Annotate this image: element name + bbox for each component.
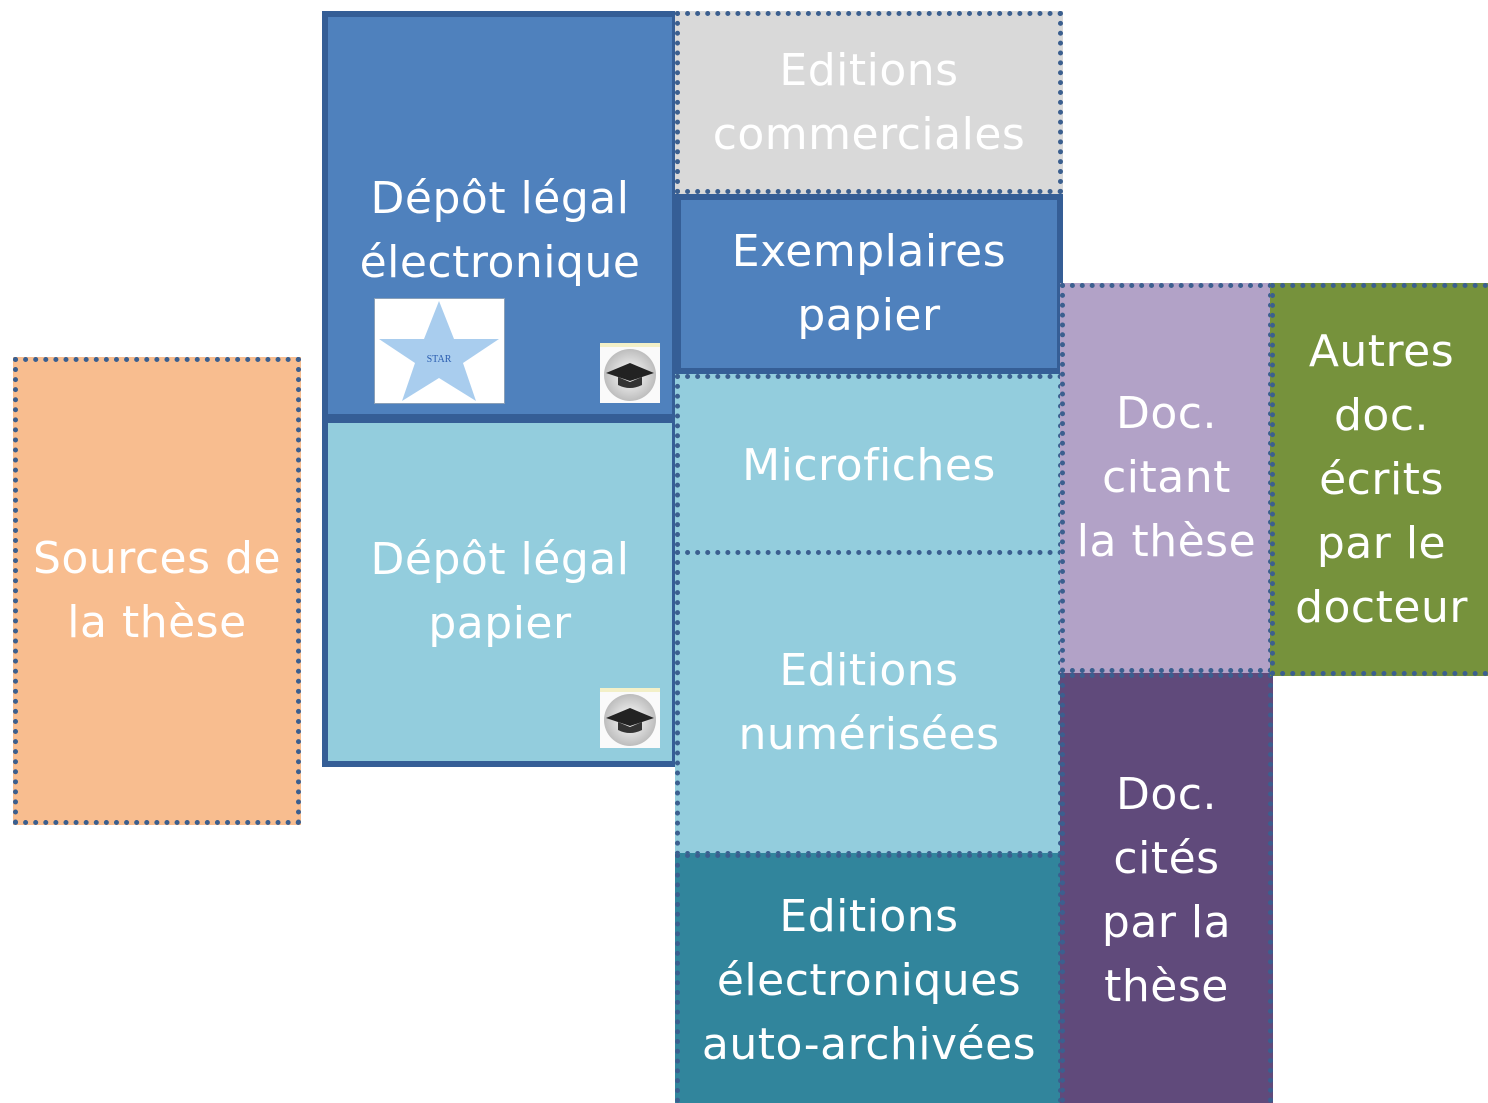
editions-numerisees-label: Editions numérisées: [738, 645, 1000, 760]
editions-numerisees-box: Editions numérisées: [675, 550, 1063, 856]
autres-doc-label: Autres doc. écrits par le docteur: [1295, 325, 1468, 633]
star-icon: STAR: [379, 301, 499, 401]
depot-electronique-label: Dépôt légal électronique: [359, 173, 641, 288]
doc-citant-box: Doc. citant la thèse: [1060, 283, 1273, 673]
graduation-cap-icon: [600, 343, 660, 403]
doc-cites-label: Doc. cités par la thèse: [1101, 768, 1232, 1012]
exemplaires-papier-box: Exemplaires papier: [675, 194, 1063, 374]
graduation-cap-icon: [600, 688, 660, 748]
depot-papier-label: Dépôt légal papier: [370, 534, 630, 649]
autres-doc-box: Autres doc. écrits par le docteur: [1270, 283, 1488, 676]
microfiches-box: Microfiches: [675, 374, 1063, 557]
doc-citant-label: Doc. citant la thèse: [1076, 388, 1257, 567]
sources-label: Sources de la thèse: [32, 533, 282, 648]
microfiches-label: Microfiches: [742, 440, 996, 491]
editions-commerciales-label: Editions commerciales: [712, 44, 1026, 160]
sources-box: Sources de la thèse: [13, 357, 301, 825]
doc-cites-box: Doc. cités par la thèse: [1060, 673, 1273, 1103]
editions-commerciales-box: Editions commerciales: [675, 11, 1063, 194]
exemplaires-papier-label: Exemplaires papier: [731, 226, 1007, 341]
editions-electroniques-label: Editions électroniques auto-archivées: [701, 890, 1037, 1070]
editions-electroniques-box: Editions électroniques auto-archivées: [675, 853, 1063, 1103]
star-logo: STAR: [374, 298, 505, 404]
star-label: STAR: [427, 354, 452, 365]
